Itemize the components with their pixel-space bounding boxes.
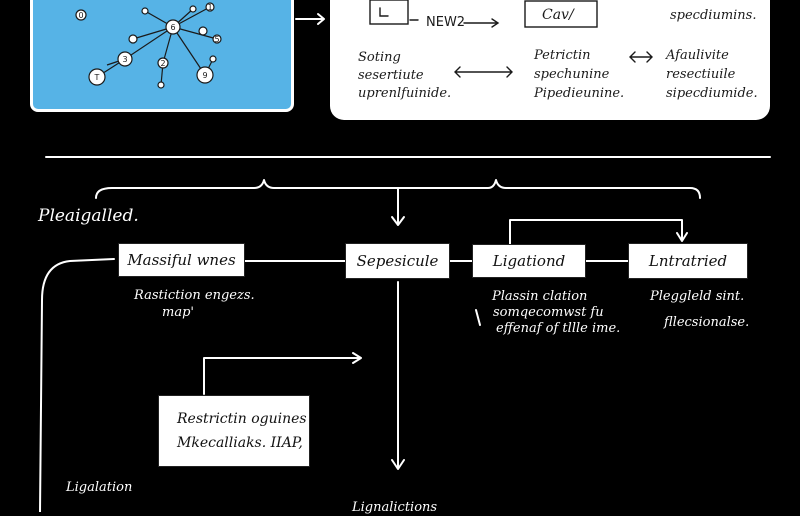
tick-mark [475,309,481,326]
node-graph-panel: 6 3 2 9 T 1 5 0 [30,0,294,112]
graph-node [165,19,181,35]
ligationd-note-3: effenaf of tllle ime. [496,321,621,336]
graph-node [198,26,208,36]
graph-node-label: 3 [122,55,127,64]
section-label: Pleaigalled. [38,206,139,226]
graph-node [212,34,222,44]
graph-node-label: 1 [207,3,212,12]
double-arrow-left [454,66,513,78]
ligationd-box: Ligationd [472,244,586,278]
node-graph: 6 3 2 9 T 1 5 0 [75,2,222,89]
lntratried-note-1: Pleggleld sint. [650,289,745,304]
massiful-note-2: map' [162,305,194,320]
brace-down-arrow [391,187,405,226]
panel-corner-icon [379,7,389,17]
top-right-text: speсdiumins. [670,8,757,23]
restrictin-box: Restrictin oguines Mkecalliaks. IIAP, [158,395,310,467]
graph-node [141,7,149,15]
sepesicule-box: Sepesicule [345,243,450,279]
center-down-arrow [391,281,405,470]
col3-line-3: sipecdiumide. [666,86,758,101]
col3-line-2: resectiuile [666,67,736,82]
loop-arrow [509,219,688,245]
graph-node [205,2,215,12]
graph-node [128,34,138,44]
col2-line-2: spechunine [534,67,610,82]
top-panel-marks [369,0,653,78]
top-brace [95,179,701,199]
graph-node [196,66,214,84]
restrictin-line-2: Mkecalliaks. IIAP, [177,435,303,451]
graph-node [75,9,87,21]
restrictin-arrow [203,352,362,395]
col1-line-3: uprenlfuinide. [358,86,452,101]
new-label: NEW2 [426,15,466,30]
ligationd-note-2: somqecomwst fu [493,305,604,320]
cav-label: Cav/ [542,7,574,23]
col3-line-1: Afaulivite [666,48,729,63]
graph-node-label: 9 [202,71,207,80]
graph-node-label: 2 [160,59,165,68]
left-return-line [39,258,115,512]
graph-node-label: 0 [78,11,83,20]
col1-line-1: Soting [358,50,401,65]
massiful-box: Massiful wnes [118,243,245,277]
col1-line-2: sesertiute [358,68,424,83]
graph-node-label: 5 [214,35,219,44]
graph-node [189,5,197,13]
bottom-note: Lignalictions [352,500,438,515]
graph-node [157,81,165,89]
graph-node-label: 6 [170,23,175,32]
graph-node [117,51,133,67]
double-arrow-right [629,51,653,63]
new-arrow [463,18,500,28]
panel-box-icon [369,0,409,25]
graph-to-panel-arrow [295,13,325,25]
col2-line-3: Pipedieunine. [534,86,625,101]
restrictin-line-1: Restrictin oguines [177,411,307,427]
massiful-note-1: Rastiction engezs. [134,288,255,303]
ligationd-note-1: Plassin clation [492,289,588,304]
graph-node [209,55,217,63]
graph-node [88,68,106,86]
graph-node-label: T [94,73,100,82]
lntratried-note-2: fllecsionalse. [664,315,750,330]
cav-box [524,0,598,28]
graph-node [157,57,169,69]
ligalation-note: Ligalation [66,480,133,495]
top-info-panel: NEW2 Cav/ speсdiumins. Soting sesertiute… [330,0,770,120]
lntratried-box: Lntratried [628,243,748,279]
col2-line-1: Petrictin [534,48,591,63]
